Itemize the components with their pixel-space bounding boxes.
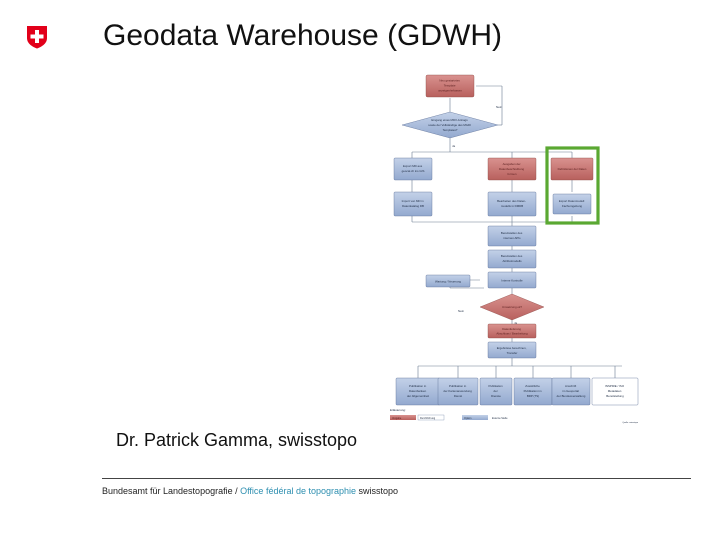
bottom-2-line-1: Publikation in [449, 384, 467, 388]
bottom-6-line-2: Metadaten [608, 389, 622, 393]
footer-text: Bundesamt für Landestopografie / Office … [102, 486, 398, 496]
row2-b-line-2: modells in DMDB [501, 204, 523, 208]
workflow-diagram: Neu gestartetes Template anzeigen/erfass… [390, 74, 639, 424]
row1-b-line-1: Ausgaben der [503, 162, 521, 166]
footer-part-1: Bundesamt für Landestopografie / [102, 486, 241, 496]
swiss-cross-icon [27, 26, 47, 49]
step-3-line-1: Interne Kontrolle [501, 279, 523, 283]
legend-title: Erläuterung: [390, 408, 406, 412]
svg-text:Ausgaben der Datenbeschrei: Ausgaben der Datenbeschreibung formen [499, 162, 525, 176]
row1-c-line-1: Definitionen der Daten [558, 167, 587, 171]
presenter-name: Dr. Patrick Gamma, swisstopo [116, 430, 358, 450]
decision-1-line-2: sowie der Vollständige des MGDI [428, 123, 471, 127]
svg-text:Bereitstellen des internen: Bereitstellen des internen APIs [501, 231, 523, 240]
legend-item-4: Externe Stelle [492, 417, 508, 420]
lower-step-1-line-2: Abschluss / Bearbeitung [496, 332, 528, 336]
step-2-line-1: Bereitstellen des [501, 254, 523, 258]
svg-text:Neu gestartetes Template: Neu gestartetes Template anzeigen/erfass… [438, 79, 462, 93]
svg-text:Bearbeiten des Daten- mode: Bearbeiten des Daten- modells in DMDB [497, 199, 527, 208]
row2-a-line-1: Import von MD in [402, 199, 424, 203]
side-node: Wartung / Neuerung [435, 280, 461, 284]
svg-text:Publikation in Datenbanken: Publikation in Datenbanken der Allgemein… [407, 384, 429, 398]
bottom-3-line-1: Publikation [489, 384, 504, 388]
bottom-2-line-2: der Kartenanwendung [443, 389, 472, 393]
svg-text:Eingang eines MDV-Antrags: Eingang eines MDV-Antrags sowie der Voll… [428, 118, 471, 132]
row1-b-line-2: Datenbeschreibung [499, 167, 524, 171]
top-node-line-2: Template [444, 84, 456, 88]
page-title: Geodata Warehouse (GDWH) [103, 19, 503, 52]
svg-text:Zusätzliche Publikation im: Zusätzliche Publikation im BRP (TS) [524, 384, 543, 398]
decision-2: Umsetzung ok? [502, 305, 522, 309]
bottom-1-line-2: Datenbanken [409, 389, 427, 393]
row2-c-line-1: Export Datenmodell [559, 199, 585, 203]
footer-part-2: Office fédéral de topographie [240, 486, 357, 496]
top-node-line-3: anzeigen/erfassen [438, 89, 462, 93]
bottom-3-line-3: Dienste [491, 394, 501, 398]
bottom-3-line-2: der [494, 389, 498, 393]
svg-text:Interne Kontrolle: Interne Kontrolle [501, 279, 523, 283]
svg-text:Datenlieferung Abschluss /: Datenlieferung Abschluss / Bearbeitung [496, 327, 528, 336]
legend-item-1: Vorgabe [392, 417, 402, 420]
bottom-5-line-1: Anschrift [565, 384, 576, 388]
svg-text:Ergebnisse berechnen, Tran: Ergebnisse berechnen, Transfer [497, 346, 528, 355]
legend-item-3: Option [464, 417, 472, 420]
decision-1-line-3: Templates? [443, 128, 458, 132]
row2-b-line-1: Bearbeiten des Daten- [497, 199, 526, 203]
bottom-5-line-3: der Bundesverwaltung [557, 394, 586, 398]
step-2-line-2: Attributmodells [502, 259, 522, 263]
bottom-4-line-1: Zusätzliche [525, 384, 540, 388]
bottom-4-line-2: Publikation im [524, 389, 543, 393]
svg-text:Publikation in der Kartena: Publikation in der Kartenanwendung Diens… [443, 384, 472, 398]
footer-divider [102, 478, 691, 479]
diagram-credit: Quelle: swisstopo [622, 421, 639, 424]
step-1-line-2: internen APIs [503, 236, 521, 240]
side-label-no-2: Nein [458, 309, 464, 313]
bottom-6-line-3: Bereitstellung [606, 394, 624, 398]
side-label-no-1: Nein [496, 105, 502, 109]
step-1-line-1: Bereitstellen des [501, 231, 523, 235]
lower-step-1-line-1: Datenlieferung [502, 327, 521, 331]
svg-text:Anschrift im Geoportal: Anschrift im Geoportal der Bundesverwalt… [557, 384, 586, 398]
branch-label-yes-1: Ja [452, 144, 455, 148]
svg-text:Export MD aus geocat.ch in: Export MD aus geocat.ch ins GIS [402, 164, 425, 173]
bottom-6-line-1: INSPIRE / ISO [605, 384, 625, 388]
top-node-line-1: Neu gestartetes [439, 79, 460, 83]
lower-step-2-line-2: Transfer [507, 351, 518, 355]
row1-a-line-1: Export MD aus [403, 164, 423, 168]
row2-c-line-2: Fachumgebung [562, 204, 582, 208]
bottom-1-line-1: Publikation in [409, 384, 427, 388]
row1-b-line-3: formen [508, 172, 517, 176]
svg-text:INSPIRE / ISO Metadaten: INSPIRE / ISO Metadaten Bereitstellung [605, 384, 625, 398]
decision-1-line-1: Eingang eines MDV-Antrags [431, 118, 468, 122]
row2-a-line-2: Datenkatalog DB [402, 204, 424, 208]
bottom-4-line-3: BRP (TS) [527, 394, 539, 398]
highlight-frame [545, 146, 600, 225]
bottom-1-line-3: der Allgemeinheit [407, 394, 429, 398]
svg-text:Import von MD in Datenkata: Import von MD in Datenkatalog DB [402, 199, 425, 208]
row1-a-line-2: geocat.ch ins GIS [402, 169, 425, 173]
bottom-5-line-2: im Geoportal [562, 389, 579, 393]
legend-item-2: Durchführung [420, 417, 436, 420]
svg-text:Export Datenmodell Fachumg: Export Datenmodell Fachumgebung [559, 199, 585, 208]
svg-text:Bereitstellen des Attribut: Bereitstellen des Attributmodells [501, 254, 523, 263]
svg-text:Definitionen der Daten: Definitionen der Daten [558, 167, 587, 171]
footer-part-3: swisstopo [356, 486, 399, 496]
lower-step-2-line-1: Ergebnisse berechnen, [497, 346, 527, 350]
branch-label-yes-2: Ja [514, 321, 517, 325]
bottom-2-line-3: Dienst [454, 394, 462, 398]
svg-text:Publikation der Dienst: Publikation der Dienste [489, 384, 504, 398]
